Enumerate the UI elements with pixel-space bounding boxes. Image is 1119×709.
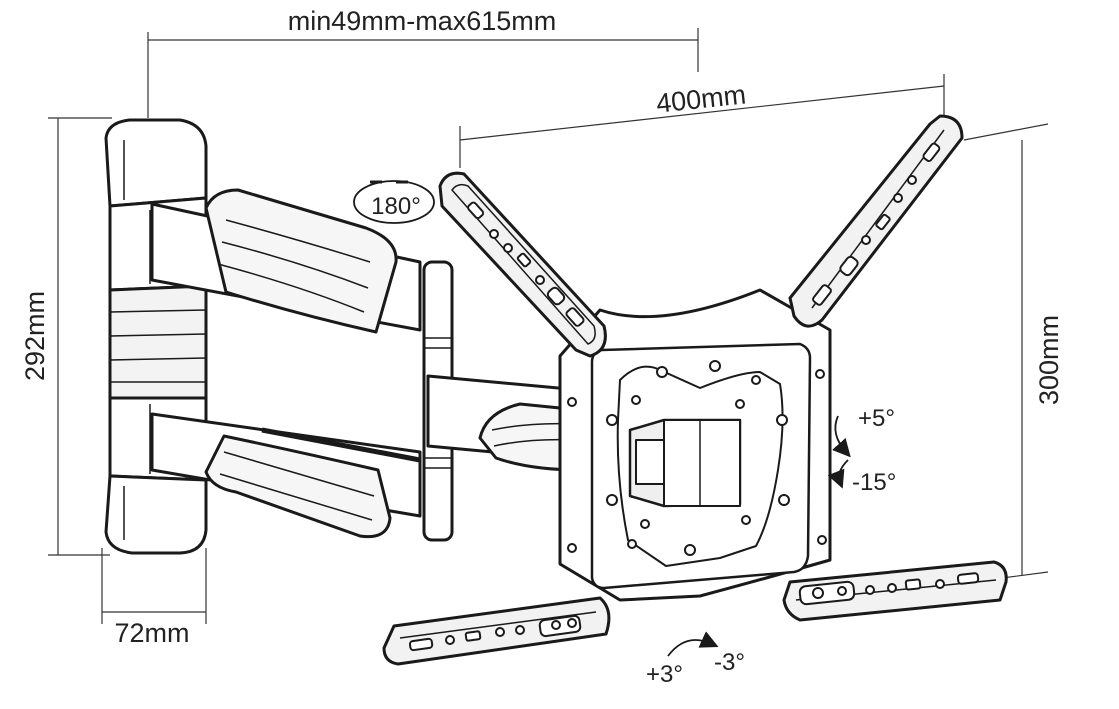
swivel-angle-label: 180° — [371, 193, 421, 220]
hole-spacing-400-line — [459, 85, 945, 141]
tilt-up-label: +5° — [858, 405, 895, 432]
hole-spacing-400-label: 400mm — [655, 79, 748, 118]
wall-plate — [104, 118, 208, 555]
upper-right-bracket-slots — [812, 142, 941, 306]
vesa-holes — [567, 360, 827, 556]
lower-right-bracket-slots — [798, 572, 980, 606]
upper-arm — [150, 188, 422, 334]
dimension-lines — [48, 28, 1049, 624]
lower-arm — [150, 412, 422, 539]
wall-plate-depth-label: 72mm — [114, 618, 189, 648]
tilt-down-label: -15° — [852, 469, 896, 496]
arm-extension-label: min49mm-max615mm — [288, 6, 557, 36]
level-rotation-arrow — [667, 631, 719, 657]
tilt-up-arrow — [832, 415, 851, 458]
hole-spacing-300-tick-bottom — [1001, 571, 1049, 579]
wall-plate-height-label: 292mm — [20, 291, 50, 381]
level-plus-label: +3° — [646, 661, 683, 688]
upper-left-bracket-slots — [467, 201, 585, 327]
hole-spacing-300-label: 300mm — [1034, 315, 1064, 405]
level-minus-label: -3° — [714, 649, 745, 676]
lower-left-bracket-slots — [408, 614, 582, 652]
swivel-indicator-ellipse — [353, 180, 435, 224]
hole-spacing-300-tick-top — [963, 123, 1049, 141]
tilt-down-arrow — [827, 459, 849, 489]
vesa-plate — [558, 288, 832, 602]
upper-right-bracket — [788, 114, 964, 328]
